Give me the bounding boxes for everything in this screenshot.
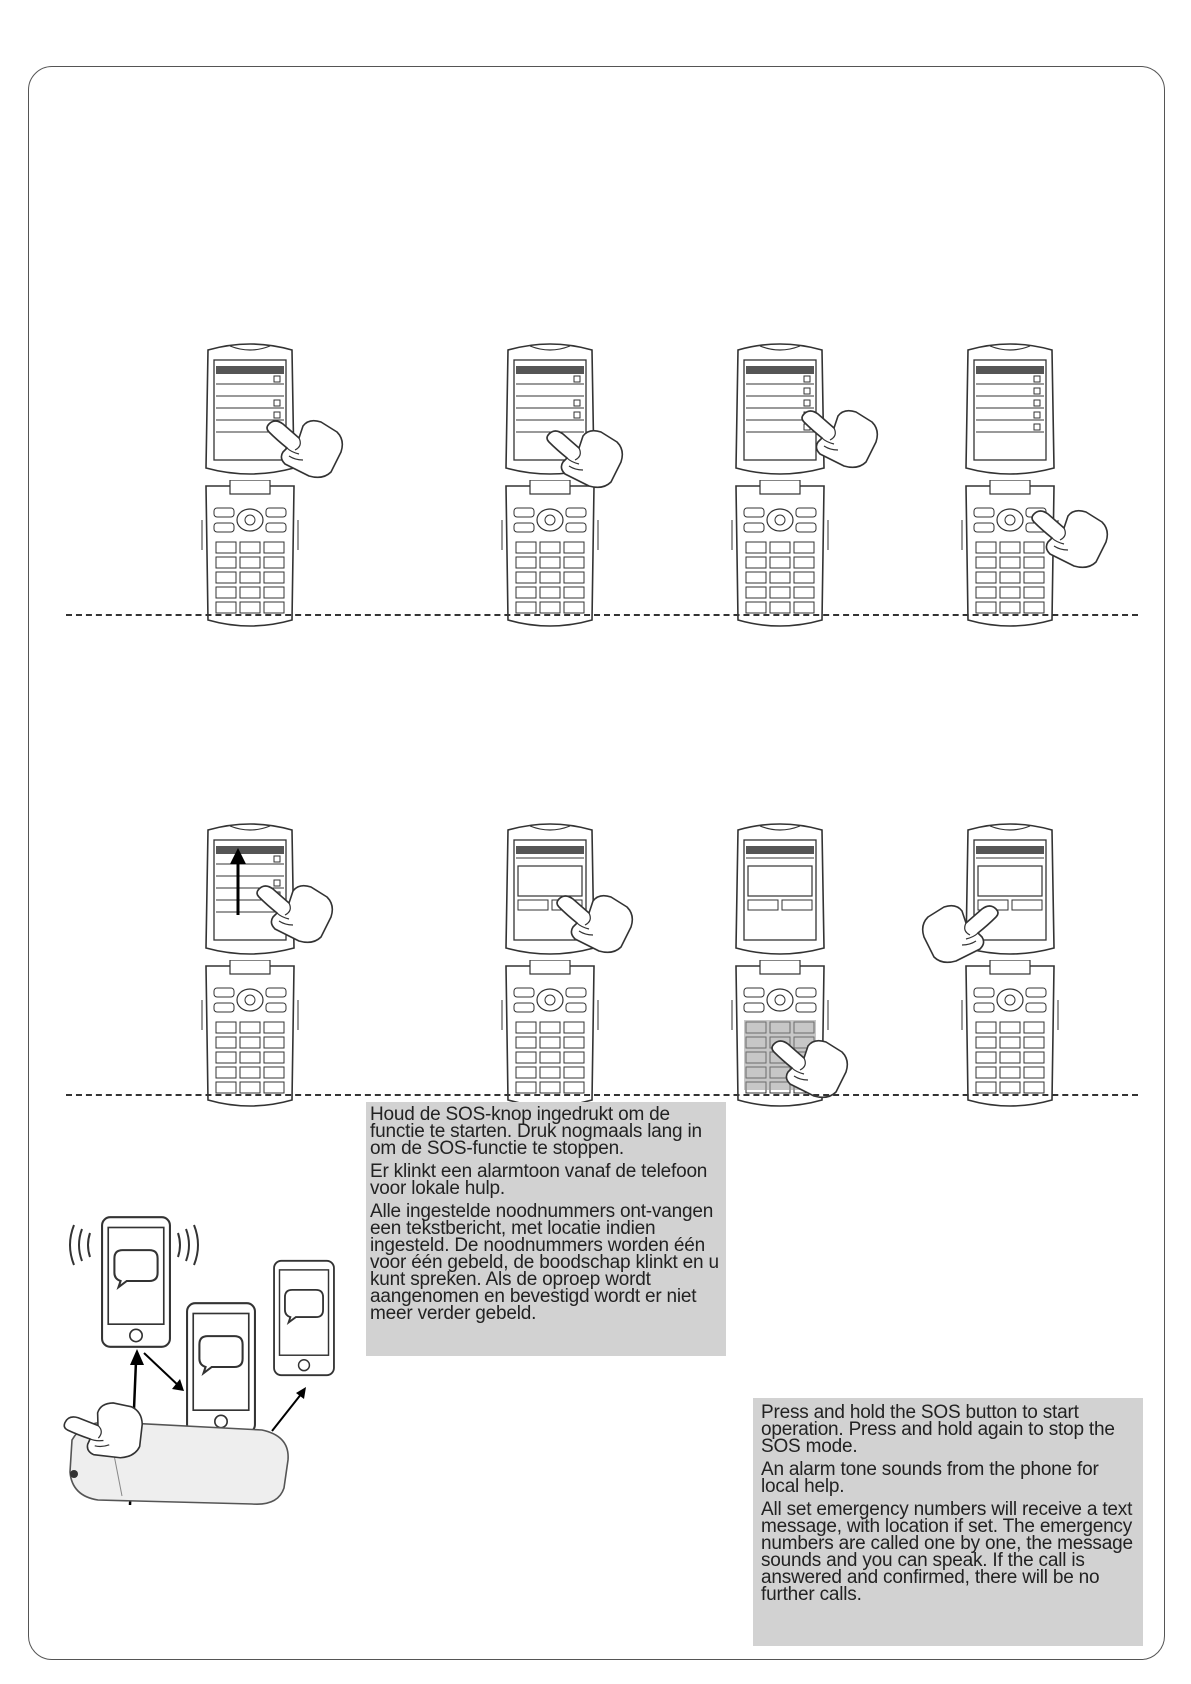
english-paragraph-3: All set emergency numbers will receive a…: [761, 1499, 1133, 1605]
flip-phone-icon: [200, 340, 300, 630]
pointing-hand-icon: [1030, 500, 1110, 570]
smartphone-icon: [101, 1216, 171, 1348]
flip-phone-icon: [960, 340, 1060, 630]
dutch-paragraph-1: Houd de SOS-knop ingedrukt om de functie…: [370, 1104, 702, 1159]
flip-phone-icon: [730, 340, 830, 630]
page-frame: [28, 66, 1165, 1660]
divider-row2: [66, 1094, 1138, 1096]
english-paragraph-2: An alarm tone sounds from the phone for …: [761, 1459, 1099, 1497]
pointing-hand-icon: [265, 410, 345, 480]
pointing-hand-icon: [920, 895, 1000, 965]
flip-phone-icon: [500, 820, 600, 1110]
pointing-hand-icon: [545, 420, 625, 490]
dutch-paragraph-2: Er klinkt een alarmtoon vanaf de telefoo…: [370, 1161, 708, 1199]
pointing-hand-icon: [770, 1030, 850, 1100]
flip-phone-icon: [200, 820, 300, 1110]
pointing-hand-icon: [255, 875, 335, 945]
vibration-icon: [69, 1224, 199, 1266]
pointing-hand-icon: [800, 400, 880, 470]
english-paragraph-1: Press and hold the SOS button to start o…: [761, 1402, 1115, 1457]
dutch-paragraph-3: Alle ingestelde noodnummers ont-vangen e…: [370, 1201, 719, 1324]
instructions-english: Press and hold the SOS button to start o…: [753, 1398, 1143, 1646]
pointing-hand-icon: [555, 885, 635, 955]
smartphone-icon: [273, 1259, 335, 1377]
instructions-dutch: Houd de SOS-knop ingedrukt om de functie…: [366, 1102, 726, 1356]
divider-row1: [66, 614, 1138, 616]
